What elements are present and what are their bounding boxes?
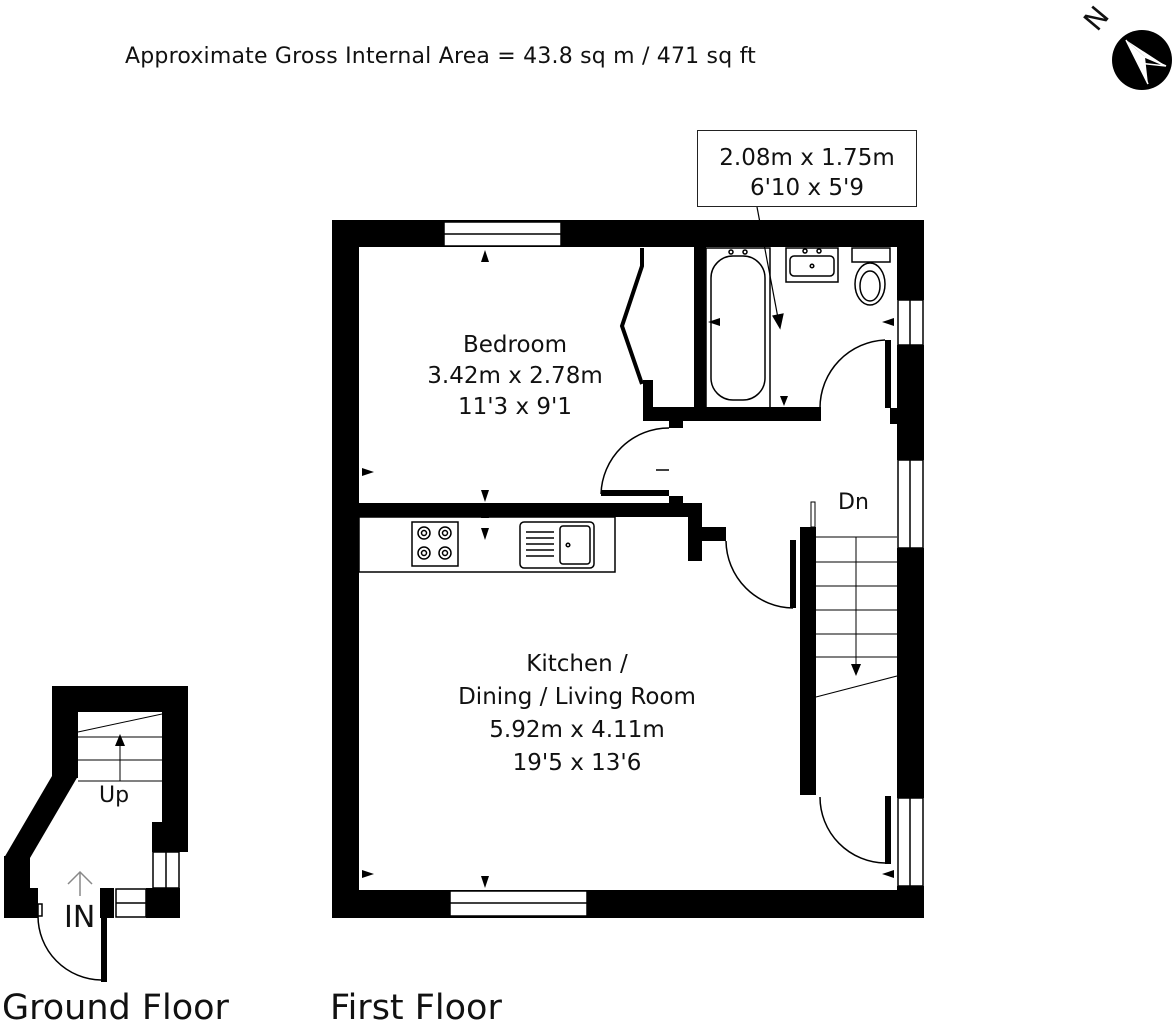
kitchen-counter <box>358 516 616 573</box>
basin <box>785 247 839 283</box>
bedroom-label: Bedroom 3.42m x 2.78m 11'3 x 9'1 <box>405 330 625 423</box>
door-swings <box>600 339 886 864</box>
bedroom-metric: 3.42m x 2.78m <box>427 363 603 389</box>
staircase <box>810 501 898 698</box>
bedroom-name: Bedroom <box>462 332 568 358</box>
bathroom-label: 2.08m x 1.75m 6'10 x 5'9 <box>697 130 917 207</box>
kitchen-metric: 5.92m x 4.11m <box>489 717 665 743</box>
bathroom-metric: 2.08m x 1.75m <box>719 145 895 171</box>
measure-arrows <box>362 250 894 888</box>
first-floor-label: First Floor <box>330 988 502 1028</box>
gross-area-title: Approximate Gross Internal Area = 43.8 s… <box>125 44 756 69</box>
stairs-down-label: Dn <box>838 490 869 515</box>
first-floor-walls <box>332 220 924 918</box>
entrance-label: IN <box>64 900 96 935</box>
ground-floor-stairs <box>77 713 163 782</box>
ground-floor-walls <box>4 686 188 982</box>
compass-icon <box>1112 30 1172 90</box>
kitchen-label: Kitchen / Dining / Living Room 5.92m x 4… <box>427 648 727 780</box>
bathroom-imperial: 6'10 x 5'9 <box>749 175 865 201</box>
toilet <box>851 247 891 306</box>
stairs-down-arrow <box>851 664 861 676</box>
stairs-up-label: Up <box>99 783 130 808</box>
kitchen-imperial: 19'5 x 13'6 <box>512 750 642 776</box>
entrance-arrow-icon <box>67 870 93 896</box>
entrance-door-swing <box>37 915 102 981</box>
wardrobe-doors <box>619 248 644 385</box>
bath <box>705 247 771 409</box>
kitchen-name-line1: Kitchen / <box>526 651 628 677</box>
first-floor-windows <box>443 221 924 917</box>
ground-floor-label: Ground Floor <box>2 988 229 1028</box>
bedroom-imperial: 11'3 x 9'1 <box>457 394 573 420</box>
ground-floor-windows <box>37 851 180 918</box>
stairs-up-arrow <box>115 734 125 746</box>
bathroom-leader <box>756 206 784 330</box>
kitchen-name-line2: Dining / Living Room <box>458 684 696 710</box>
